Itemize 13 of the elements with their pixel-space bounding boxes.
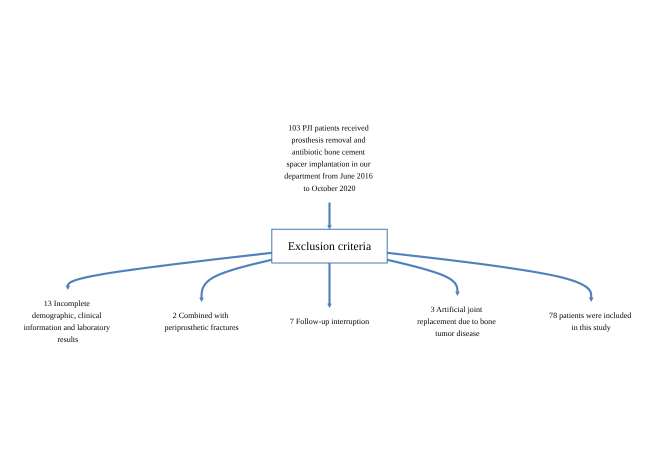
node-text: 13 Incomplete demographic, clinical information and laboratory results: [24, 299, 110, 344]
arrow: [327, 202, 332, 230]
node-text: 103 PJI patients received prosthesis removal and antibiotic bone cement spacer implantation in our department from June 2016 to October 2020: [284, 124, 373, 193]
node-text: 7 Follow-up interruption: [290, 317, 370, 326]
arrow: [386, 258, 460, 296]
arrow: [387, 252, 594, 302]
node-text: 2 Combined with periprosthetic fractures: [164, 311, 239, 332]
node-text: 3 Artificial joint replacement due to bone tumor disease: [417, 305, 496, 338]
node-text: 78 patients were included in this study: [549, 311, 632, 332]
arrow: [65, 252, 272, 290]
arrow: [199, 258, 272, 302]
node-box: Exclusion criteria: [271, 228, 388, 264]
arrow: [327, 262, 332, 308]
